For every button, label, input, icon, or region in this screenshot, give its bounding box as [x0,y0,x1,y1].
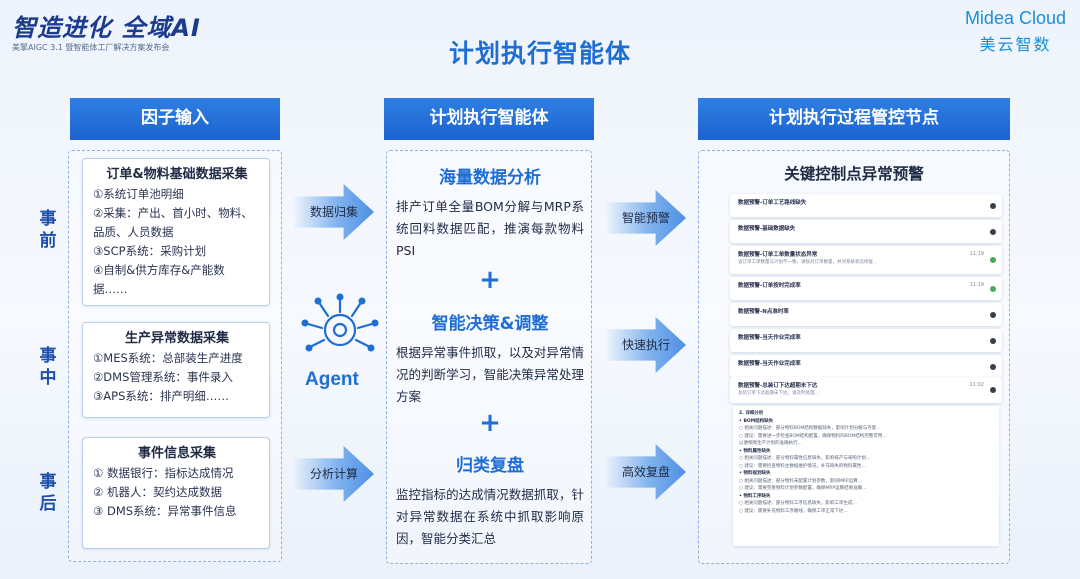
alert-title: 数据预警-当天作业完成率 [738,335,801,341]
input-item: ③ DMS系统：异常事件信息 [93,504,237,518]
input-item: 据…… [93,282,128,296]
arrow-data-collection: 数据归集 [294,184,374,240]
plus-icon: + [479,408,501,438]
alert-title: 数据预警-订单按时完成率 [738,283,801,289]
plus-icon: + [479,265,501,295]
status-dot [990,228,996,235]
analysis-report: 2. 详细分析 • BOM结构缺失 ○ 相关问题描述：部分物料BOM结构数据缺失… [733,406,999,546]
input-item: ③APS系统：排产明细…… [93,389,229,403]
report-line: • 物料工序缺失 [739,493,771,499]
alert-item[interactable]: 数据预警-N点准时率 [730,303,1002,326]
alert-item[interactable]: 数据预警-订单工艺路线缺失 [730,194,1002,217]
arrow-efficient-review: 高效复盘 [606,444,686,500]
input-item: ①系统订单池明细 [93,187,184,201]
alert-title: 数据预警-当天作业完成率 [738,361,801,367]
report-line: ○ 相关问题描述：部分物料属性信息缺失，影响排产与采购计划… [739,456,871,461]
logo-en: Midea Cloud [964,8,1066,28]
alert-item[interactable]: 数据预警-订单按时完成率 11:19 [730,277,1002,300]
status-dot [990,285,996,292]
arrow-smart-warning: 智能预警 [606,190,686,246]
input-box-title: 事件信息采集 [137,446,216,461]
input-box-title: 生产异常数据采集 [124,331,229,346]
step-mass-data-analysis: 海量数据分析 排产订单全量BOM分解与MRP系统回料数据匹配，推演每款物料PSI [396,163,584,262]
report-line: • 物料规划缺失 [739,471,771,476]
alert-time: 11:19 [969,251,984,257]
report-line: 2. 详细分析 [739,411,764,416]
brand-title: 智造进化 全域AI [12,14,201,42]
step-text: 排产订单全量BOM分解与MRP系统回料数据匹配，推演每款物料PSI [396,199,584,258]
alert-item[interactable]: 数据预警-基础数据缺失 [730,220,1002,243]
arrow-label: 分析计算 [309,467,358,481]
arrow-label: 数据归集 [309,205,358,219]
alert-item[interactable]: 数据预警-当天作业完成率 [730,329,1002,352]
alert-title: 数据预警-N点准时率 [738,309,789,315]
status-dot [990,363,996,370]
alert-item[interactable]: 数据预警-总装订下达超期未下达 总装订单下达超期未下达，请及时处理… 11:02 [730,377,1002,403]
step-review: 归类复盘 监控指标的达成情况数据抓取，针对异常数据在系统中抓取影响原因，智能分类… [396,451,584,550]
step-text: 根据异常事件抓取，以及对异常情况的判断学习，智能决策异常处理方案 [396,345,584,404]
midea-cloud-logo: Midea Cloud 美云智数 [965,8,1066,55]
arrow-fast-execution: 快速执行 [606,317,686,373]
column-header-control: 计划执行过程管控节点 [698,98,1010,140]
input-item: ②采集：产出、首小时、物料、 [93,206,253,220]
report-line: • 物料属性缺失 [739,448,771,454]
step-title: 智能决策&调整 [431,314,549,334]
report-line: ○ 相关问题描述：部分物料工序信息缺失，影响工单生成… [739,501,857,506]
column-header-input: 因子输入 [70,98,280,140]
phase-before: 事前 [39,209,57,251]
alert-title: 数据预警-总装订下达超期未下达 [738,383,818,389]
alert-time: 11:02 [969,382,984,388]
input-item: ④自制&供方库存&产能数 [93,263,225,277]
input-item: ① 数据银行：指标达成情况 [93,466,234,480]
alert-sub: 该订单工单数量与计划不一致，请核对订单数量，并对系统状态修复… [738,260,878,265]
agent-panel [386,150,592,564]
input-box-order-material: 订单&物料基础数据采集 ①系统订单池明细 ②采集：产出、首小时、物料、 品质、人… [82,158,270,306]
report-line: ○ 相关问题描述：部分物料未配置计划参数，影响MRP运算… [739,478,863,484]
report-line: ○ 建议：需要检查物料主数据维护情况，补充缺失的物料属性… [739,463,866,469]
report-line: 以便保障生产计划的准确执行… [739,441,802,446]
report-line: ○ 建议：需要完善物料计划参数配置，确保MRP运算结果准确… [739,486,867,491]
agent-icon [300,290,380,362]
status-dot [990,311,996,318]
alert-sub: 总装订单下达超期未下达，请及时处理… [738,391,819,396]
brand-subtitle: 美擎AIGC 3.1 暨智能体工厂解决方案发布会 [12,43,170,52]
alert-title: 数据预警-订单工单数量状态异常 [738,252,818,258]
arrow-label: 快速执行 [621,338,670,352]
alert-item[interactable]: 数据预警-当天作业完成率 [730,355,1002,378]
input-box-production-exception: 生产异常数据采集 ①MES系统：总部装生产进度 ②DMS管理系统：事件录入 ③A… [82,322,270,418]
arrow-analysis: 分析计算 [294,446,374,502]
input-item: 品质、人员数据 [93,225,174,239]
step-text: 监控指标的达成情况数据抓取，针对异常数据在系统中抓取影响原因，智能分类汇总 [396,487,584,546]
warning-title: 关键控制点异常预警 [784,165,924,183]
input-item: ② 机器人：契约达成数据 [93,485,222,499]
step-title: 归类复盘 [456,456,524,476]
input-item: ③SCP系统：采购计划 [93,244,207,258]
report-line: • BOM结构缺失 [739,418,774,424]
alert-item[interactable]: 数据预警-订单工单数量状态异常 该订单工单数量与计划不一致，请核对订单数量，并对… [730,246,1002,274]
logo-cn: 美云智数 [979,35,1052,54]
report-line: ○ 相关问题描述：部分物料BOM结构数据缺失，影响计划分解与齐套… [739,426,881,431]
status-dot [990,337,996,344]
report-line: ○ 建议：需要补充物料工序路线，确保工单正常下达… [739,508,848,514]
page-title: 计划执行智能体 [448,39,631,68]
input-item: ①MES系统：总部装生产进度 [93,351,243,365]
input-item: ②DMS管理系统：事件录入 [93,370,233,384]
status-dot [990,202,996,209]
arrow-label: 智能预警 [621,211,670,225]
input-box-event-info: 事件信息采集 ① 数据银行：指标达成情况 ② 机器人：契约达成数据 ③ DMS系… [82,437,270,549]
status-dot [990,387,996,393]
phase-after: 事后 [39,472,57,514]
column-header-agent: 计划执行智能体 [384,98,594,140]
alert-time: 11:19 [969,282,984,288]
phase-during: 事中 [39,346,57,388]
step-smart-decision: 智能决策&调整 根据异常事件抓取，以及对异常情况的判断学习，智能决策异常处理方案 [396,309,584,408]
status-dot [990,257,996,263]
report-line: ○ 建议：需要进一步检查BOM结构配置，确保物料的BOM结构完整可用… [739,433,887,439]
step-title: 海量数据分析 [439,168,541,188]
arrow-label: 高效复盘 [621,465,670,479]
input-box-title: 订单&物料基础数据采集 [106,167,248,182]
alert-title: 数据预警-基础数据缺失 [738,226,796,232]
agent-label: Agent [305,369,359,390]
alert-title: 数据预警-订单工艺路线缺失 [738,200,807,206]
